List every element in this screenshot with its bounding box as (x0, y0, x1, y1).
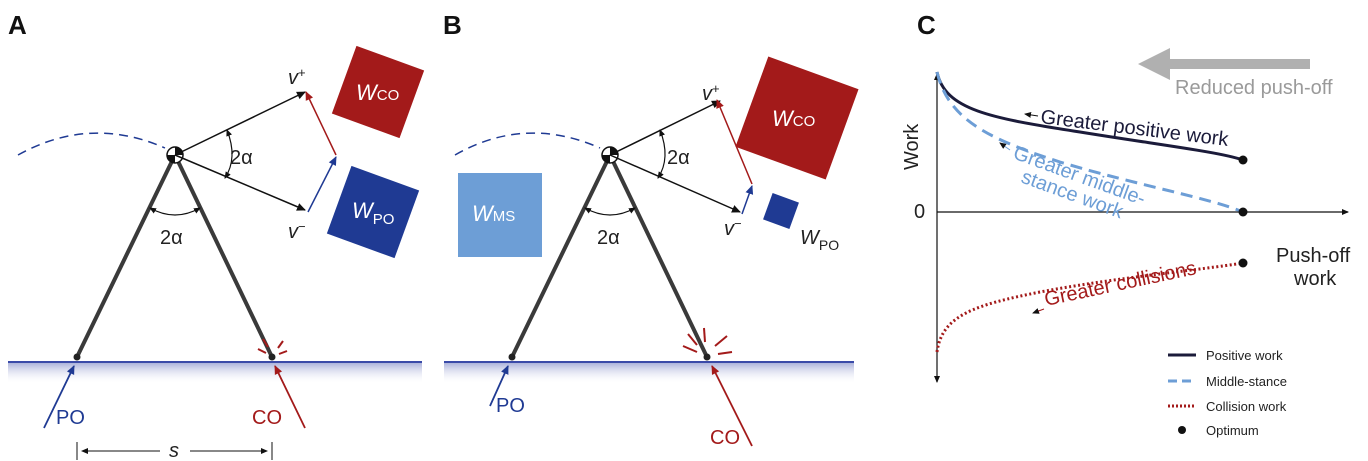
trailing-foot (73, 353, 81, 361)
com-icon (166, 146, 184, 164)
angle-top-label: 2α (667, 147, 690, 169)
w-po-box: WPO (326, 165, 420, 259)
middle-stance-curve (935, 71, 1244, 214)
panel-c: C Work 0 Push-off work Reduced push-off … (901, 10, 1351, 438)
reduced-push-off-label: Reduced push-off (1175, 77, 1333, 99)
com-arc (17, 132, 166, 156)
svg-text:WCO: WCO (772, 106, 815, 131)
v-minus-label: v− (724, 216, 742, 241)
y-axis-label: Work (901, 123, 923, 170)
collision-work-curve (935, 261, 1244, 353)
panel-letter-b: B (443, 10, 462, 40)
step-length-label: s (169, 440, 179, 461)
legend-label-optimum: Optimum (1206, 423, 1259, 438)
push-off-vector (741, 185, 754, 215)
x-axis-label-1: Push-off (1276, 245, 1351, 267)
trailing-foot (508, 353, 516, 361)
v-minus-label: v− (288, 219, 306, 244)
legend-label-collision: Collision work (1206, 399, 1287, 414)
optimum-dot-collision (1238, 258, 1248, 268)
w-ms-box: WMS (458, 173, 542, 257)
co-force-arrow (711, 365, 753, 447)
po-force-arrow (43, 365, 75, 429)
angle-arc-legs (149, 207, 201, 216)
legend-label-middle: Middle-stance (1206, 374, 1287, 389)
angle-arc-top (657, 129, 666, 179)
v-plus-label: v+ (702, 81, 720, 106)
co-label: CO (252, 407, 282, 429)
co-force-arrow (274, 365, 306, 429)
leading-foot (268, 353, 276, 361)
ground-shading (444, 362, 854, 384)
v-plus-arrow (609, 100, 721, 156)
svg-text:WCO: WCO (356, 80, 399, 105)
co-label: CO (710, 427, 740, 449)
w-co-box: WCO (735, 56, 859, 180)
middle-ann-arrow (999, 142, 1011, 151)
angle-arc-top (224, 129, 233, 179)
collision-vector (305, 91, 337, 156)
v-minus-arrow (609, 154, 741, 213)
collision-vector (716, 99, 753, 185)
zero-label: 0 (914, 201, 925, 223)
svg-text:WMS: WMS (472, 201, 515, 226)
collision-ann-arrow (1032, 308, 1045, 314)
angle-legs-label: 2α (597, 227, 620, 249)
panel-a: A v+ v− 2α 2α WCO (8, 10, 425, 461)
annotation-positive: Greater positive work (1039, 106, 1230, 151)
leading-foot (703, 353, 711, 361)
po-label: PO (56, 407, 85, 429)
panel-letter-a: A (8, 10, 27, 40)
annotation-collisions: Greater collisions (1042, 257, 1198, 311)
legend-label-positive: Positive work (1206, 348, 1283, 363)
v-plus-label: v+ (288, 65, 306, 90)
v-minus-arrow (174, 154, 306, 211)
trailing-leg (75, 154, 177, 358)
com-arc (454, 132, 601, 156)
angle-arc-legs (584, 207, 636, 216)
leading-leg (608, 154, 709, 358)
reduced-push-off-arrow (1138, 48, 1310, 80)
po-label: PO (496, 395, 525, 417)
angle-legs-label: 2α (160, 227, 183, 249)
v-plus-arrow (174, 91, 306, 156)
collision-burst (257, 338, 288, 355)
positive-work-curve (935, 71, 1244, 162)
svg-text:WPO: WPO (800, 227, 839, 253)
panel-letter-c: C (917, 10, 936, 40)
optimum-dot-positive (1238, 155, 1248, 165)
collision-burst (682, 327, 733, 355)
panel-b: B v+ v− 2α 2α WMS WCO (443, 10, 859, 449)
svg-text:WPO: WPO (352, 198, 394, 228)
w-po-box: WPO (763, 193, 839, 253)
optimum-dot-middle (1238, 207, 1248, 217)
trailing-leg (510, 154, 612, 358)
com-icon (601, 146, 619, 164)
legend: Positive work Middle-stance Collision wo… (1168, 348, 1287, 438)
leading-leg (173, 154, 274, 358)
push-off-vector (307, 156, 337, 213)
ground-shading (8, 362, 422, 384)
w-co-box: WCO (331, 45, 425, 139)
positive-ann-arrow (1024, 111, 1039, 118)
angle-top-label: 2α (230, 147, 253, 169)
x-axis-label-2: work (1293, 268, 1337, 290)
legend-swatch-optimum (1178, 426, 1186, 434)
po-force-arrow (489, 365, 509, 407)
